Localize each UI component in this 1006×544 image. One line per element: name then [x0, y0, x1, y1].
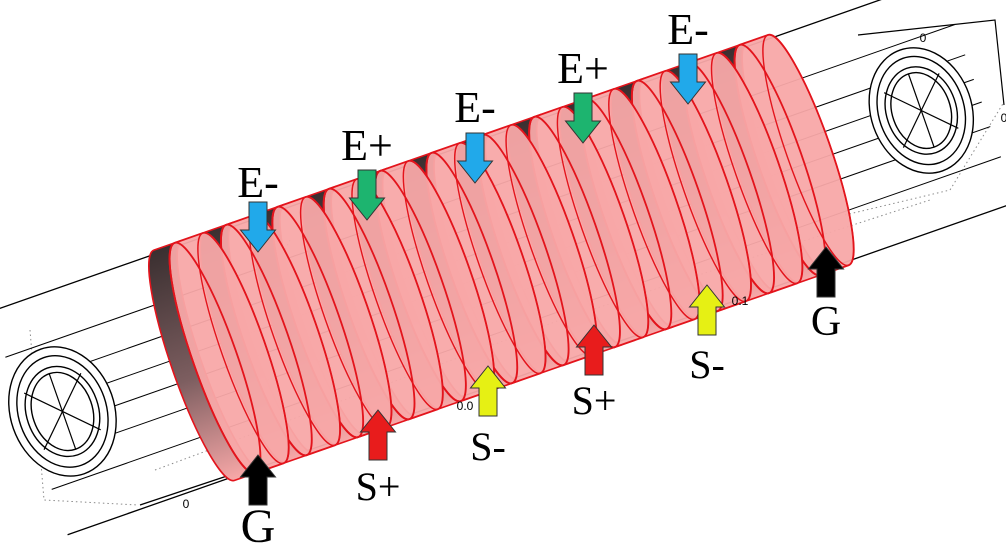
ring-rim [556, 106, 649, 339]
left-end-cap [8, 346, 117, 477]
electrode-label: G [811, 299, 841, 345]
arrow-eminus [456, 132, 494, 184]
right-end-cap [868, 47, 975, 174]
arrow-eminus [669, 53, 707, 105]
axis-tick-label: 0 [1001, 111, 1006, 125]
cap-ring [884, 66, 959, 155]
ring-rim [454, 142, 547, 375]
arrow-eminus [239, 201, 277, 253]
grid-line [844, 101, 1005, 216]
electrode-label: S+ [572, 378, 617, 423]
electrode-label: E- [667, 5, 709, 54]
axis-line [139, 474, 231, 506]
ring-rim [351, 178, 444, 411]
electrode-label: G [241, 500, 276, 544]
arrow-sminus [688, 284, 726, 336]
arrow-sminus [469, 365, 507, 417]
arrow-splus [359, 409, 397, 461]
electrode-label: E- [454, 83, 496, 132]
arrow-g [807, 246, 845, 298]
cap-spoke [907, 73, 935, 148]
ring-rim [710, 52, 804, 285]
electrode-label: E+ [341, 121, 393, 170]
axis-tick-labels: 0 0.0 0.1 0 0 [183, 31, 1006, 511]
ring-rim [608, 88, 701, 321]
axis-tick-label: 0 [920, 31, 927, 45]
arrow-eplus [564, 92, 602, 144]
electrode-label: S- [689, 342, 725, 387]
arrow-g [239, 454, 277, 506]
cap-ring [16, 355, 109, 468]
ring-rim [197, 232, 290, 465]
axis-tick-label: 0.1 [732, 294, 749, 308]
electrode-label: E+ [557, 44, 609, 93]
arrow-splus [575, 324, 613, 376]
electrode-label: S- [470, 424, 506, 469]
electrode-label: S+ [356, 464, 401, 509]
coil-rings [148, 33, 855, 482]
axis-tick-label: 0 [183, 497, 190, 511]
axis-tick-label: 0.0 [457, 399, 474, 413]
arrow-eplus [348, 169, 386, 221]
electrode-labels: E- E+ E- E+ E- G S+ S- S+ S- G [237, 5, 841, 544]
ring-rim [762, 34, 855, 267]
electrode-label: E- [237, 158, 279, 207]
axis-line [857, 19, 1005, 106]
ring-rim [659, 70, 752, 303]
cap-spoke [48, 373, 77, 450]
electrode-arrows [239, 53, 845, 506]
